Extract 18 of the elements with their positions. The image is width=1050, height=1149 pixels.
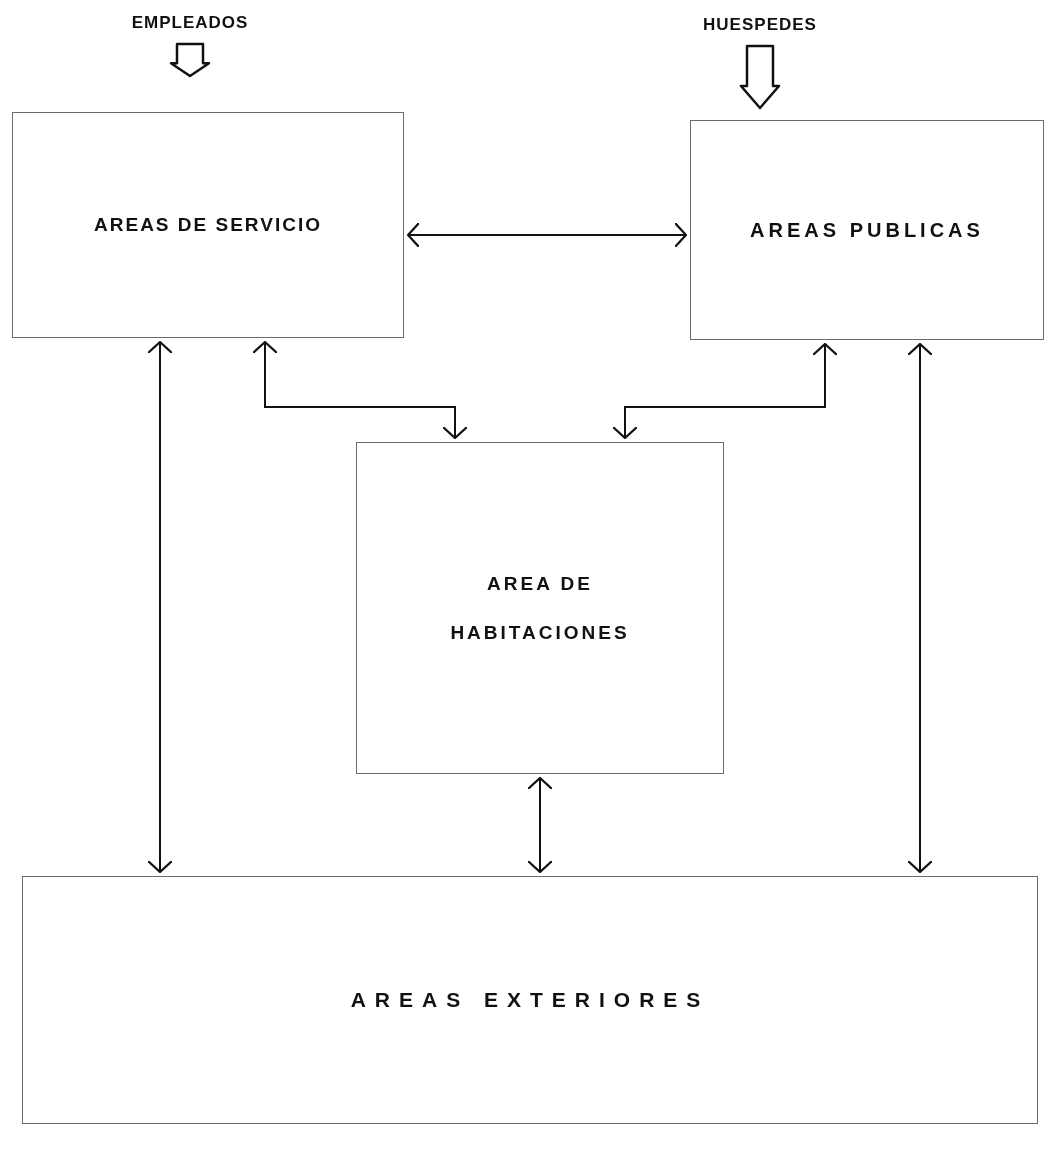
arrow <box>146 340 174 874</box>
label-text: HUESPEDES <box>680 10 840 40</box>
area-box <box>690 120 1044 340</box>
area-box <box>22 876 1038 1124</box>
hollow-arrow <box>169 42 211 78</box>
box-label: AREAS DE SERVICIO <box>94 212 322 237</box>
hollow-arrow <box>739 44 781 110</box>
box-label: AREA DE HABITACIONES <box>449 571 631 645</box>
area-box <box>12 112 404 338</box>
arrow <box>406 221 688 249</box>
arrow <box>611 342 839 440</box>
box-label: AREAS EXTERIORES <box>350 987 710 1014</box>
box-label: AREAS PUBLICAS <box>750 218 984 243</box>
arrow <box>906 342 934 874</box>
arrow <box>251 340 469 440</box>
area-box <box>356 442 724 774</box>
label-text: EMPLEADOS <box>110 8 270 38</box>
arrow <box>526 776 554 874</box>
